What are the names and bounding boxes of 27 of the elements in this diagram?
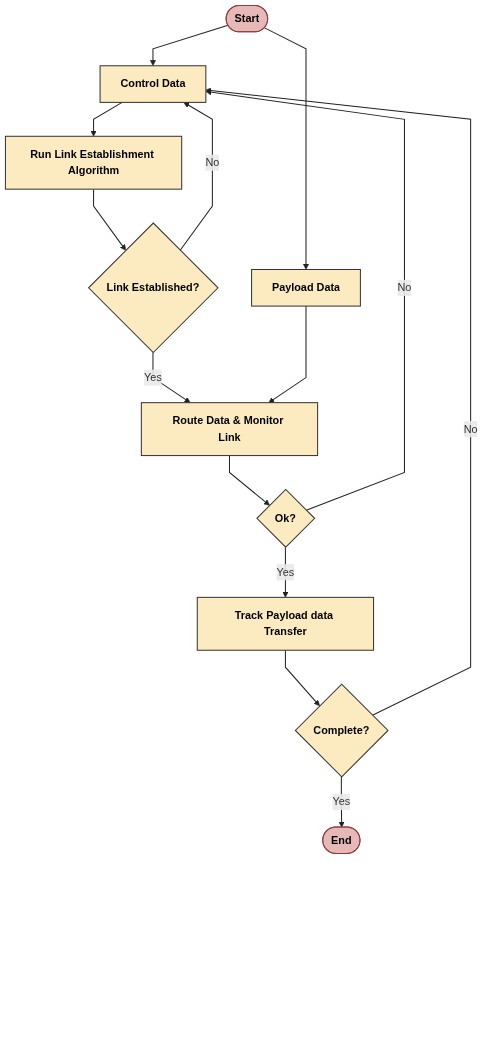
node-diamond: Ok?: [256, 488, 316, 548]
arrow: [93, 188, 126, 251]
arrow: [152, 352, 191, 403]
arrow: [179, 102, 213, 251]
arrow: [284, 649, 320, 707]
node-box: Route Data & Monitor Link: [140, 402, 319, 457]
node-diamond: Link Established?: [87, 222, 219, 354]
arrow: [282, 546, 289, 598]
arrow: [205, 87, 472, 716]
edge-label: No: [205, 156, 220, 169]
arrow: [205, 89, 405, 511]
edge-label: No: [397, 281, 412, 294]
node-box: Run Link Establishment Algorithm: [4, 135, 183, 190]
edge-label: No: [463, 423, 478, 435]
arrow: [228, 455, 270, 506]
edge-label: Yes: [276, 566, 295, 578]
arrow: [264, 27, 309, 270]
node-box: Payload Data: [251, 268, 361, 307]
edge-label: Yes: [144, 371, 162, 384]
arrow: [338, 776, 345, 828]
edge-label: Yes: [332, 795, 351, 808]
node-diamond: Complete?: [294, 683, 389, 778]
arrow: [150, 24, 229, 67]
arrow: [90, 101, 123, 137]
arrow: [268, 305, 307, 403]
node-box: Track Payload data Transfer: [196, 596, 375, 651]
node-box: Control Data: [99, 65, 207, 103]
